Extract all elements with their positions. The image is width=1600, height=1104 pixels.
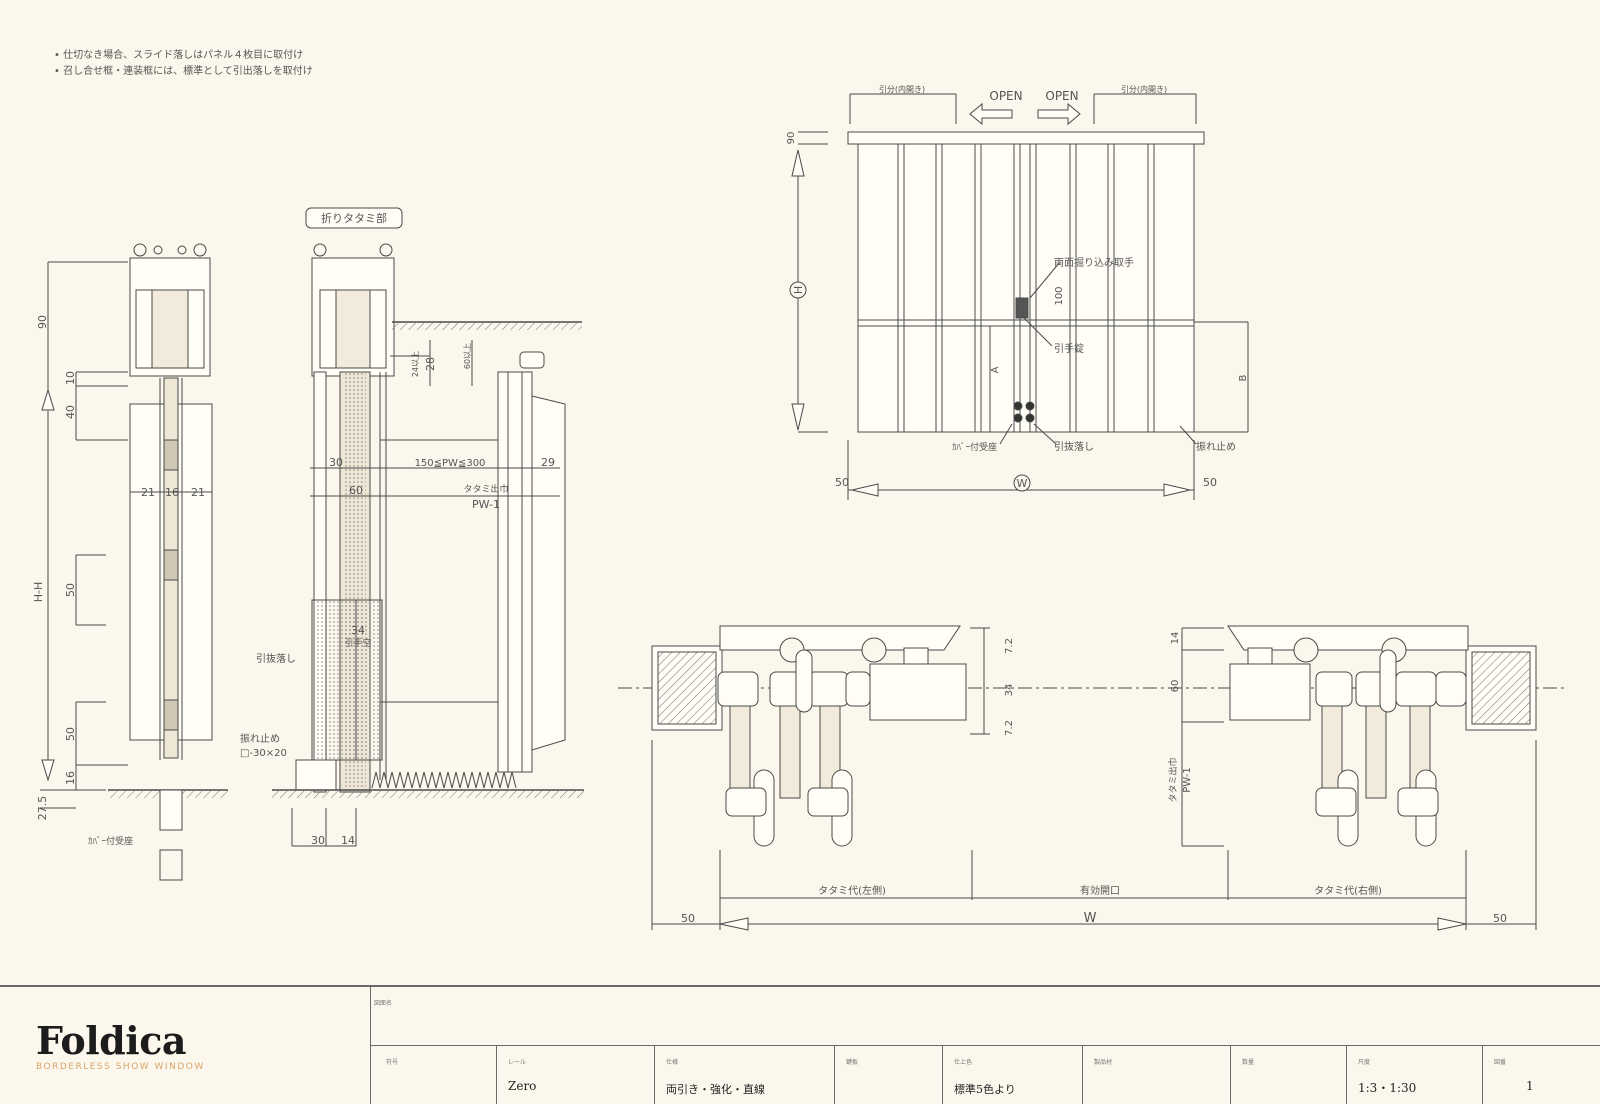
label-clearance: 引手空 (344, 637, 371, 649)
label-panel-width-mid: タタミ出巾 (463, 483, 508, 495)
field-value-drawing-no: 1 (1526, 1079, 1534, 1093)
field-label-key: 鍵板 (846, 1059, 859, 1066)
dim-60-plan: 60 (1170, 680, 1181, 693)
note-2: • 召し合せ框・連装框には、標準として引出落しを取付け (54, 66, 313, 77)
brand-logo: Foldica (36, 1018, 186, 1063)
dim-50-left-plan: 50 (681, 912, 695, 925)
title-block (0, 985, 1600, 1104)
dim-27-5: 27.5 (36, 796, 49, 821)
section-left (40, 243, 228, 881)
dim-w-plan: W (1084, 911, 1097, 926)
label-folding-part: 折りタタミ部 (321, 211, 387, 225)
plan-view (618, 625, 1568, 931)
section-folding (272, 207, 584, 847)
dim-100-elev: 100 (1054, 286, 1065, 305)
label-pull-drop-mid: 引抜落し (256, 652, 296, 665)
dim-60-mid: 60 (349, 484, 363, 497)
field-label-scale: 尺度 (1358, 1059, 1371, 1066)
field-label-spec: 仕様 (666, 1059, 679, 1066)
dim-10: 10 (64, 371, 77, 385)
label-pull: 引手錠 (1054, 342, 1084, 355)
dim-29: 29 (541, 456, 555, 469)
drawing-name-label: 図面名 (374, 1000, 393, 1007)
brand-tagline: BORDERLESS SHOW WINDOW (36, 1062, 205, 1072)
label-right-fold: タタミ代(右側) (1314, 884, 1382, 897)
elevation-view (789, 93, 1249, 500)
field-label-drawing-no: 図番 (1494, 1059, 1507, 1066)
dim-14-plan: 14 (1170, 632, 1181, 645)
dim-90-elev: 90 (786, 132, 797, 145)
dim-7-2-top: 7.2 (1004, 638, 1015, 654)
dim-21b: 21 (191, 486, 205, 499)
dim-24: 24以上 (411, 351, 420, 377)
dim-34: 34 (351, 624, 365, 637)
label-open-right: OPEN (1045, 89, 1078, 103)
field-label-rail: レール (508, 1059, 527, 1066)
label-pw1-plan: PW-1 (1182, 767, 1193, 792)
dim-50-right-plan: 50 (1493, 912, 1507, 925)
dim-60-box: 60以上 (463, 343, 472, 369)
field-value-spec: 両引き・強化・直線 (666, 1083, 765, 1096)
label-panel-width-plan: タタミ出巾 (1167, 757, 1179, 802)
label-cover-seal: ｶﾊﾞｰ付受座 (88, 835, 133, 847)
dim-16: 16 (64, 771, 77, 785)
dim-28: 28 (424, 357, 437, 371)
label-open-left: OPEN (989, 89, 1022, 103)
dim-40: 40 (64, 405, 77, 419)
dim-h-elev: H (792, 286, 805, 294)
field-value-rail: Zero (508, 1079, 537, 1093)
dim-50a: 50 (64, 583, 77, 597)
dim-50-right-elev: 50 (1203, 476, 1217, 489)
label-left-fold: タタミ代(左側) (818, 884, 886, 897)
dim-30-bottom: 30 (311, 834, 325, 847)
dim-50-left-elev: 50 (835, 476, 849, 489)
dim-a-elev: A (990, 366, 1001, 373)
label-stopper-mid: 振れ止め (240, 732, 280, 745)
label-opening: 有効開口 (1080, 884, 1120, 897)
field-value-scale: 1:3・1:30 (1358, 1081, 1417, 1095)
dim-30-mid: 30 (329, 456, 343, 469)
field-value-finish: 標準5色より (954, 1083, 1016, 1096)
dim-50b: 50 (64, 727, 77, 741)
dim-16b: 16 (165, 486, 179, 499)
label-stopper: 振れ止め (1196, 440, 1236, 453)
dim-34-plan: 34 (1004, 684, 1015, 697)
dim-7-2-bottom: 7.2 (1004, 720, 1015, 736)
label-pull-drop: 引抜落し (1054, 440, 1094, 453)
label-open-right-note: 引分(内開き) (1121, 84, 1167, 94)
dim-21a: 21 (141, 486, 155, 499)
label-stopper-size: □-30×20 (240, 748, 287, 759)
dim-w-elev: W (1017, 477, 1028, 490)
note-1: • 仕切なき場合、スライド落しはパネル４枚目に取付け (54, 50, 304, 61)
field-label-code: 符号 (386, 1059, 399, 1066)
label-open-left-note: 引分(内開き) (879, 84, 925, 94)
field-label-material: 製品材 (1094, 1059, 1113, 1066)
field-label-finish: 仕上色 (954, 1059, 973, 1066)
dim-b-elev: B (1238, 374, 1249, 381)
dim-150pw300: 150≦PW≦300 (415, 458, 486, 469)
label-handle: 両面掘り込み取手 (1054, 256, 1134, 269)
dim-hh: H-H (32, 582, 45, 603)
dim-14-bottom: 14 (341, 834, 355, 847)
field-label-quantity: 数量 (1242, 1059, 1255, 1066)
label-cover-seat: ｶﾊﾞｰ付受座 (952, 441, 997, 453)
dim-90-left: 90 (36, 315, 49, 329)
label-pw1-mid: PW-1 (472, 498, 500, 511)
